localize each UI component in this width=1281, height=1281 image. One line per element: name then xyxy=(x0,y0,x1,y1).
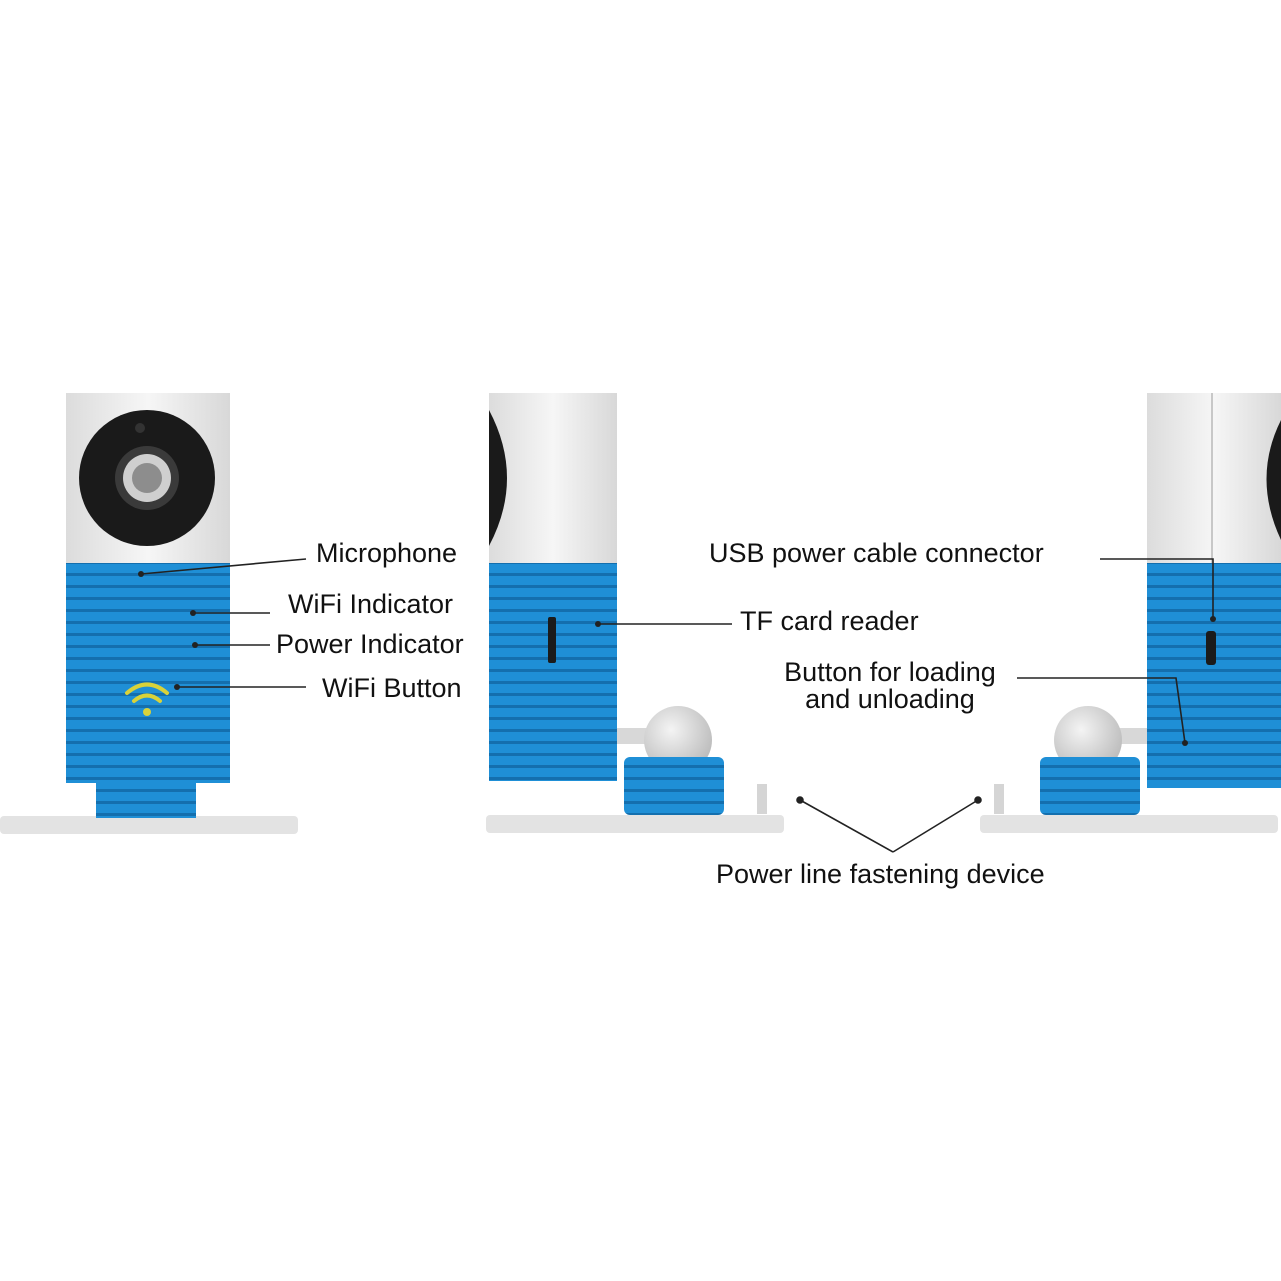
label-power-line-device: Power line fastening device xyxy=(716,859,1045,889)
tf-card-slot xyxy=(548,617,556,663)
label-tf-card-reader: TF card reader xyxy=(740,606,919,636)
label-power-indicator: Power Indicator xyxy=(276,629,464,659)
camera-side-view-left xyxy=(486,393,784,833)
camera-body-side-left xyxy=(489,563,617,781)
camera-lens-icon xyxy=(79,410,215,546)
label-usb-connector: USB power cable connector xyxy=(709,538,1044,568)
camera-side-view-right xyxy=(980,393,1281,833)
cable-clip-right xyxy=(994,784,1004,814)
cable-clip-left xyxy=(757,784,767,814)
label-wifi-indicator: WiFi Indicator xyxy=(288,589,454,619)
leader-power-line-left xyxy=(799,799,894,853)
label-wifi-button: WiFi Button xyxy=(322,673,462,703)
label-loading-button-line2: and unloading xyxy=(805,684,975,714)
stand-base-side-right xyxy=(980,815,1278,833)
leader-microphone xyxy=(140,558,307,575)
camera-front-view xyxy=(0,393,298,834)
leader-load-button xyxy=(1017,677,1186,744)
stand-collar-side-right xyxy=(1040,757,1140,815)
wifi-icon xyxy=(125,682,169,716)
camera-top-side-left xyxy=(489,393,617,565)
usb-port xyxy=(1206,631,1216,665)
stand-collar-front xyxy=(96,780,196,818)
label-microphone: Microphone xyxy=(316,538,458,568)
stand-collar-side-left xyxy=(624,757,724,815)
leader-lines xyxy=(140,558,1214,853)
camera-top-side-right xyxy=(1147,393,1281,565)
camera-body-side-right xyxy=(1147,563,1281,788)
label-loading-button-line1: Button for loading xyxy=(784,657,996,687)
leader-usb xyxy=(1100,558,1214,619)
camera-body-front xyxy=(66,563,230,783)
stand-base-side-left xyxy=(486,815,784,833)
label-loading-button: Button for loading and unloading xyxy=(770,659,1010,713)
stand-base-front xyxy=(0,816,298,834)
leader-power-line-right xyxy=(892,799,979,853)
